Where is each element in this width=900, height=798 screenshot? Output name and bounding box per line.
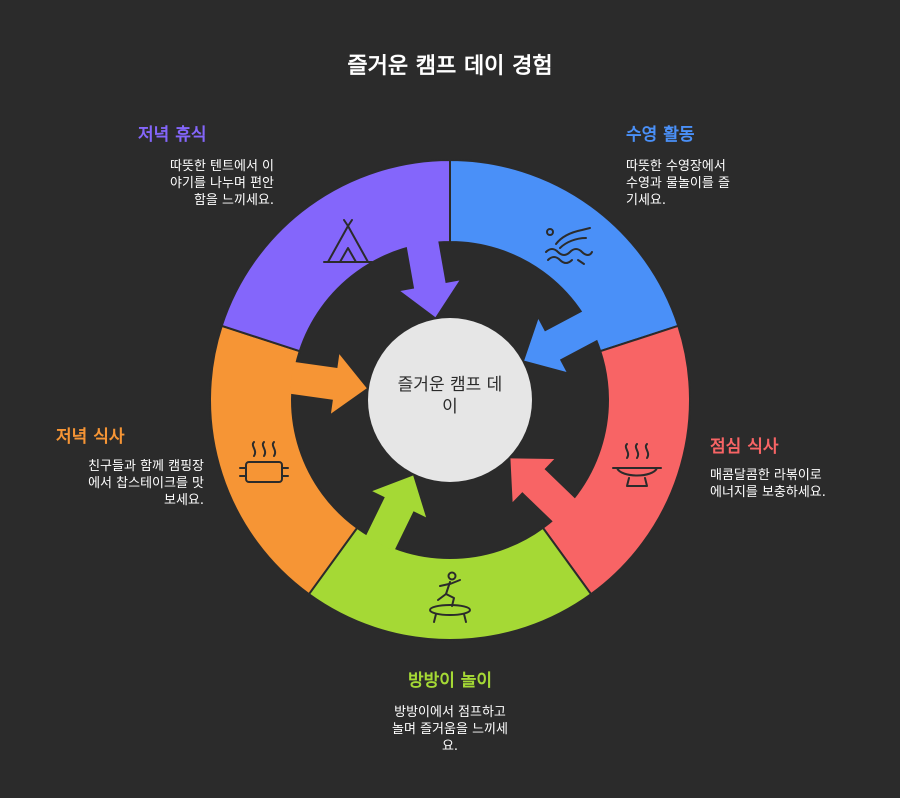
- ring-segment-evening-rest: [220, 158, 451, 353]
- page-title: 즐거운 캠프 데이 경험: [347, 54, 553, 79]
- grill-icon: [239, 441, 289, 483]
- arrow-evening-rest: [400, 239, 460, 318]
- arrow-lunch: [510, 458, 577, 523]
- ring-segment-lunch: [541, 324, 691, 596]
- ring-segment-dinner: [209, 324, 359, 596]
- label-evening-rest: 저녁 휴식: [138, 125, 207, 145]
- center-hub: [368, 318, 532, 482]
- swimming-icon: [545, 227, 593, 265]
- arrow-trampoline: [365, 475, 427, 551]
- arrow-dinner: [289, 354, 367, 414]
- hot-bowl-icon: [612, 443, 662, 487]
- trampoline-icon: [429, 571, 471, 623]
- label-trampoline: 방방이 놀이: [407, 671, 493, 691]
- label-lunch: 점심 식사: [710, 437, 779, 457]
- tent-icon: [323, 219, 373, 263]
- arrow-swimming: [524, 310, 599, 373]
- label-dinner: 저녁 식사: [56, 427, 125, 447]
- label-swimming: 수영 활동: [626, 125, 695, 145]
